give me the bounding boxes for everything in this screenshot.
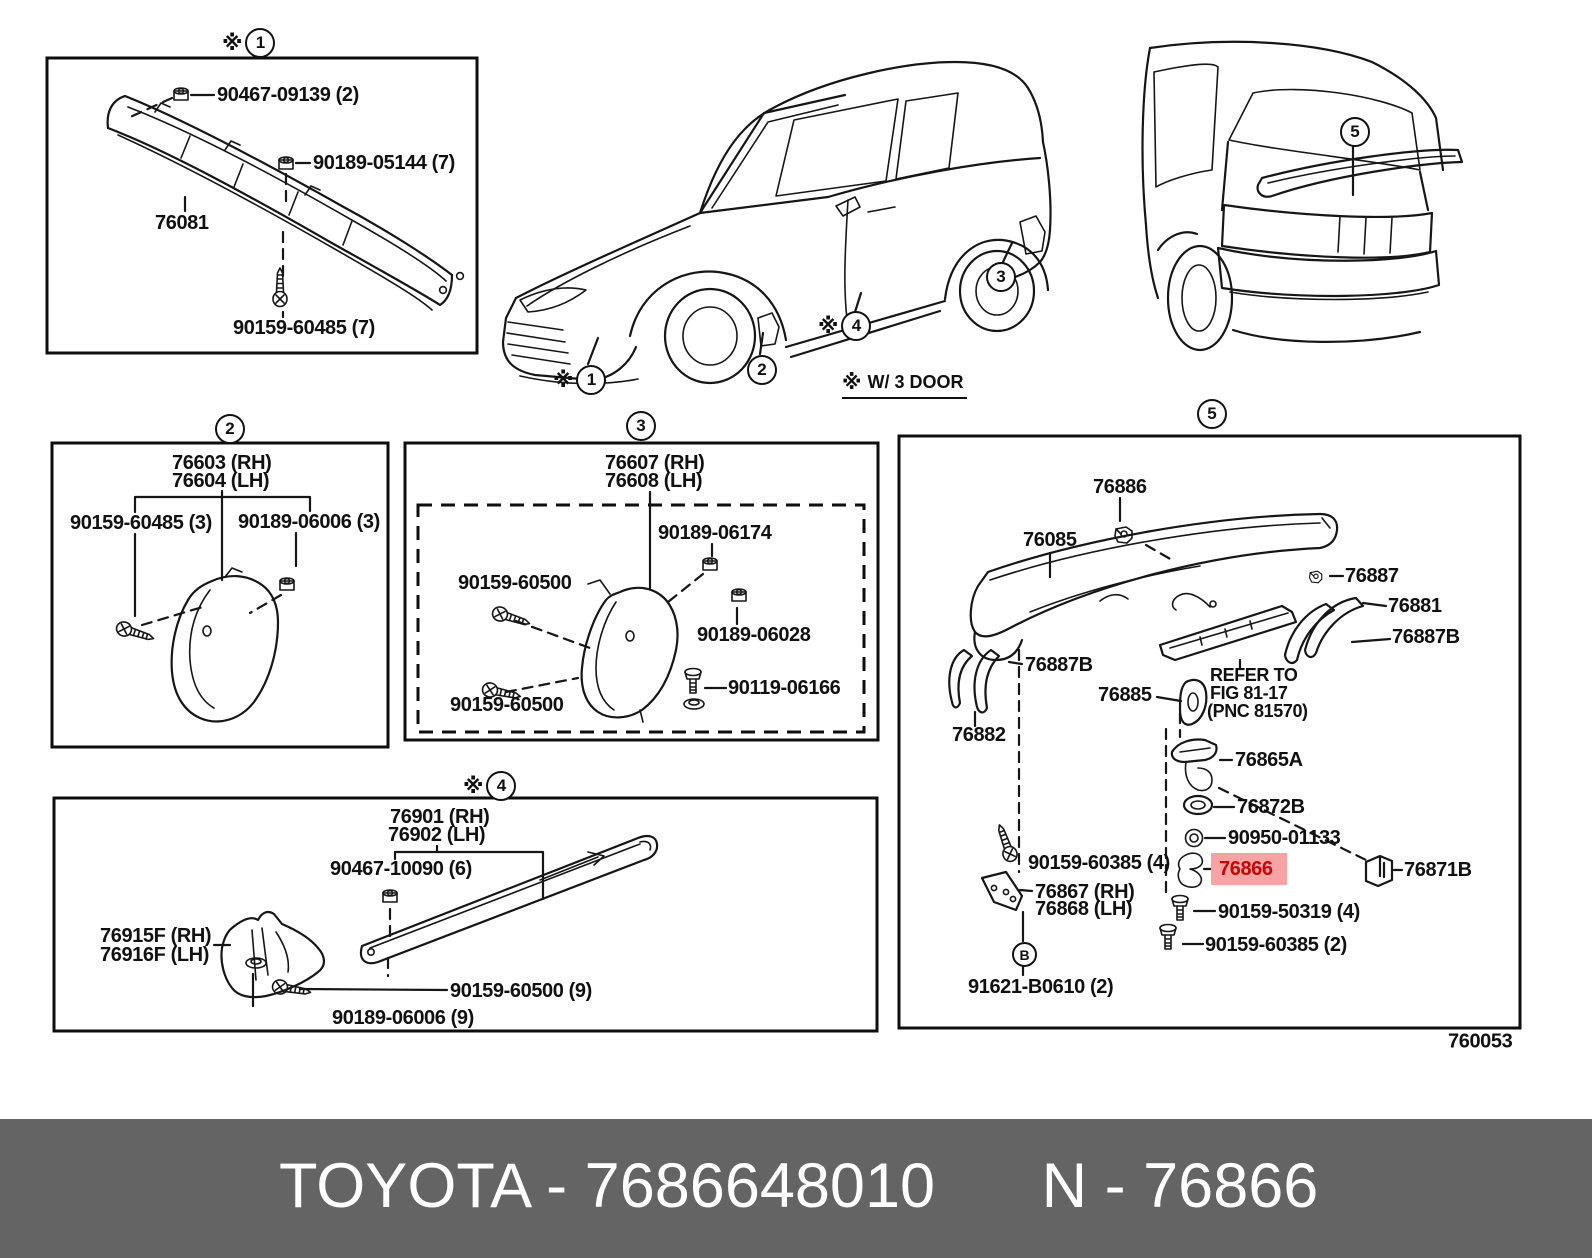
refer-note-line3: (PNC 81570) [1207, 701, 1308, 721]
side-protector-strips-left [948, 648, 1001, 714]
reference-mark: ※ [818, 314, 839, 338]
car-rear-view [1141, 40, 1464, 352]
part-label: 90467-10090 (6) [330, 858, 472, 880]
rear-mudguard-drawing [580, 579, 679, 723]
part-label: 76915F (RH) [100, 925, 212, 947]
part-label: 76881 [1388, 595, 1442, 617]
three-door-note: ※ W/ 3 DOOR [842, 370, 968, 399]
banner-part-number: TOYOTA - 7686648010 [278, 1150, 936, 1221]
circled-number: 1 [576, 365, 607, 395]
section-frames [45, 56, 1522, 1033]
part-label: 76886 [1093, 476, 1147, 498]
circled-number: 5 [1197, 399, 1227, 429]
part-label: 90189-05144 (7) [313, 152, 455, 174]
part-label: 76887B [1392, 626, 1460, 648]
part-label: 76865A [1235, 749, 1303, 771]
circled-number: 2 [215, 414, 245, 444]
part-label: 76867 (RH) [1035, 881, 1135, 903]
part-label: 76885 [1098, 684, 1152, 706]
part-label: 90119-06166 [728, 677, 841, 699]
reference-mark: ※ [463, 774, 484, 798]
section2-leaders [133, 489, 312, 627]
callout-5-section: 5 [1197, 399, 1227, 429]
part-label: 76607 (RH) [605, 452, 705, 474]
part-label: 76608 (LH) [605, 470, 703, 492]
reference-mark: ※ [842, 370, 862, 394]
callout-3-section: 3 [626, 411, 656, 441]
part-label: 90159-60385 (4) [1028, 852, 1170, 874]
circled-number: 3 [626, 411, 656, 441]
callout-1-car: ※1 [553, 365, 607, 395]
part-label: 90159-60485 (7) [233, 317, 375, 339]
part-label: 76603 (RH) [172, 452, 272, 474]
mudguard-front-f-drawing [220, 910, 326, 999]
callout-3-car: 3 [986, 262, 1016, 292]
part-label: 76887 [1345, 565, 1399, 587]
callout-1-section: ※1 [222, 28, 276, 58]
callout-2-car: 2 [747, 355, 777, 385]
part-label: 90159-60485 (3) [70, 512, 212, 534]
part-label: 76871B [1404, 859, 1472, 881]
car-front-view [501, 60, 1052, 385]
front-mudguard-drawing [170, 567, 280, 723]
title-banner: TOYOTA - 7686648010 N - 76866 [0, 1119, 1592, 1258]
part-label: 90189-06028 [697, 624, 811, 646]
part-label: 90189-06006 (9) [332, 1007, 474, 1029]
circled-number: 1 [245, 28, 276, 58]
side-moulding-drawing [359, 834, 659, 965]
part-label: 91621-B0610 (2) [968, 976, 1114, 998]
front-spoiler-drawing [106, 94, 465, 311]
section4-fasteners [245, 889, 398, 1001]
part-label: 90159-60385 (2) [1205, 934, 1347, 956]
side-protector-strips-right [1283, 596, 1365, 664]
spoiler-brackets-drawing [980, 678, 1394, 912]
part-label: 76882 [952, 724, 1006, 746]
callout-4-section: ※4 [463, 771, 517, 801]
circled-number: 4 [841, 311, 872, 341]
part-label: 76902 (LH) [388, 824, 486, 846]
part-label: 76901 (RH) [390, 806, 490, 828]
banner-part-code: N - 76866 [1041, 1150, 1319, 1221]
part-label: 76916F (LH) [100, 944, 209, 966]
circled-number: 4 [486, 771, 517, 801]
part-label: 90950-01133 [1228, 827, 1341, 849]
section3-leaders [504, 490, 739, 694]
reference-mark: ※ [222, 31, 243, 55]
section4-leaders [212, 844, 545, 1008]
callout-2-section: 2 [215, 414, 245, 444]
reference-mark: ※ [553, 368, 574, 392]
figure-number: 760053 [1448, 1030, 1513, 1053]
part-label: 76085 [1023, 529, 1077, 551]
high-mount-stoplamp-drawing [1158, 592, 1298, 662]
part-label: 76868 (LH) [1035, 898, 1133, 920]
note-text: W/ 3 DOOR [867, 371, 964, 392]
part-label: 90189-06174 [658, 522, 772, 544]
circled-letter: B [1012, 942, 1037, 967]
part-label: 76872B [1237, 796, 1305, 818]
callout-leaders [586, 144, 1355, 366]
part-label: 76604 (LH) [172, 470, 270, 492]
part-label: 90159-60500 (9) [450, 980, 592, 1002]
callout-b: B [1012, 942, 1037, 967]
part-label: 76081 [155, 212, 209, 234]
circled-number: 2 [747, 355, 777, 385]
callout-4-car: ※4 [818, 311, 872, 341]
part-label: 90159-60500 [450, 694, 564, 716]
refer-note-line1: REFER TO [1210, 665, 1298, 685]
circled-number: 3 [986, 262, 1016, 292]
part-label: 90467-09139 (2) [217, 84, 359, 106]
part-label: 90189-06006 (3) [238, 511, 380, 533]
part-label: 90159-60500 [458, 572, 572, 594]
section1-leaders [126, 93, 312, 319]
section5-leaders [973, 496, 1404, 977]
part-label: 90159-50319 (4) [1218, 901, 1360, 923]
refer-note-line2: FIG 81-17 [1210, 683, 1288, 703]
part-label-76866-highlighted: 76866 [1211, 853, 1287, 885]
part-label: 76887B [1025, 654, 1093, 676]
section1-fasteners [173, 87, 294, 308]
circled-number: 5 [1340, 117, 1370, 147]
callout-5-car: 5 [1340, 117, 1370, 147]
